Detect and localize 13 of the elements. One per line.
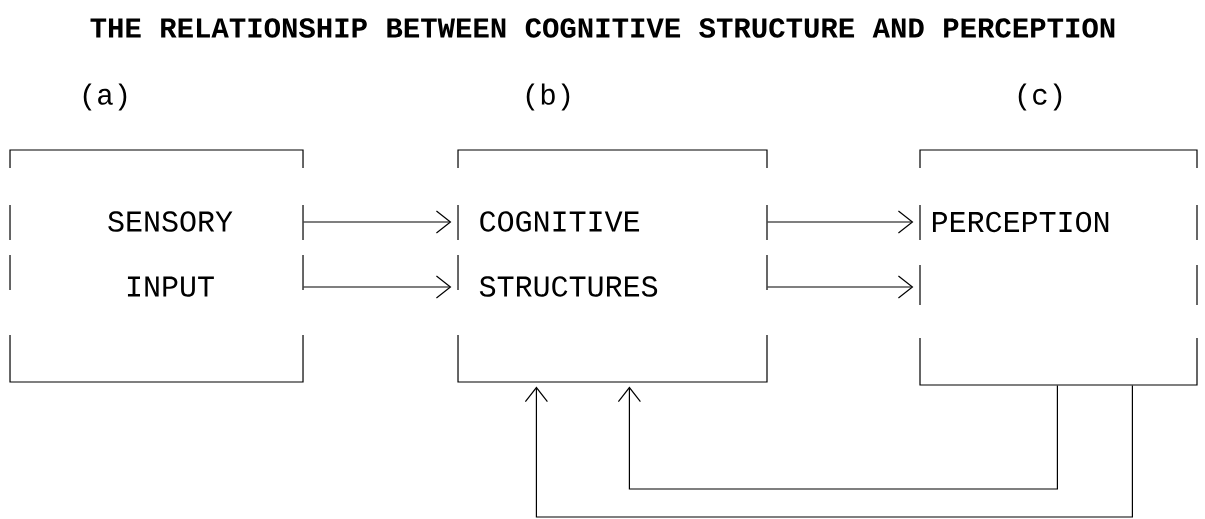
arrow [617,385,1058,490]
panel-label: (c) [1018,83,1062,111]
bracket-box: PERCEPTION [919,149,1198,386]
arrow [767,275,914,299]
panel-label: (a) [83,83,127,111]
arrow [303,275,452,299]
panel-label: (b) [526,83,570,111]
bracket-box: COGNITIVE STRUCTURES [457,149,768,383]
arrow [767,210,914,234]
arrow [524,385,1133,518]
arrow [303,210,452,234]
bracket-box: SENSORY INPUT [9,149,304,383]
title: THE RELATIONSHIP BETWEEN COGNITIVE STRUCTURE AND PERCEPTION [90,18,1115,38]
